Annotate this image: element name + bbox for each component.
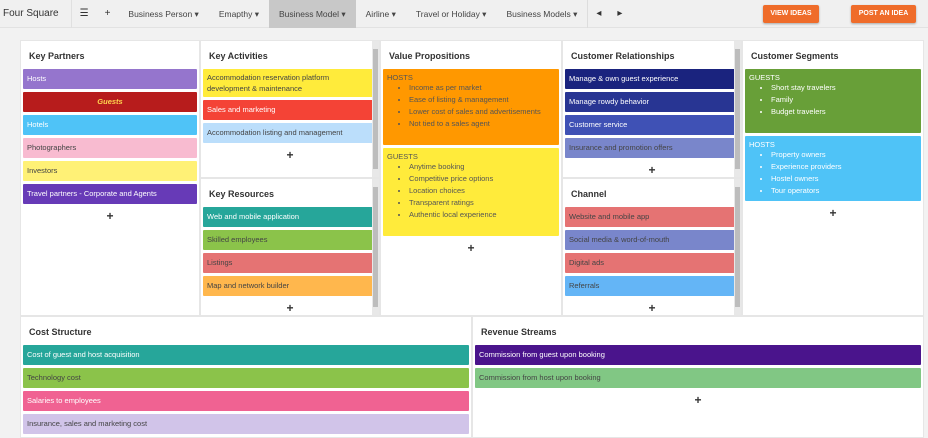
bullet-item: Location choices (409, 185, 555, 197)
sticky-note[interactable]: Accommodation listing and management (203, 123, 377, 143)
plus-icon[interactable]: + (104, 7, 111, 19)
scrollbar[interactable] (734, 41, 741, 177)
sticky-note[interactable]: Social media & word-of-mouth (565, 230, 739, 250)
sticky-note[interactable]: Digital ads (565, 253, 739, 273)
bullet-item: Income as per market (409, 82, 555, 94)
add-note-button[interactable]: + (648, 163, 656, 177)
sticky-note-group[interactable]: HOSTSIncome as per marketEase of listing… (383, 69, 559, 145)
sticky-note[interactable]: Guests (23, 92, 197, 112)
bullet-item: Authentic local experience (409, 209, 555, 221)
scrollbar[interactable] (372, 41, 379, 177)
section-title: Key Resources (209, 189, 275, 199)
sticky-note[interactable]: Commission from host upon booking (475, 368, 921, 388)
section-title: Cost Structure (29, 327, 92, 337)
bullet-item: Tour operators (771, 185, 917, 197)
sticky-note[interactable]: Insurance and promotion offers (565, 138, 739, 158)
add-note-button[interactable]: + (694, 393, 702, 407)
scroll-right-icon[interactable]: ▸ (617, 7, 623, 19)
tab-business-models[interactable]: Business Models ▾ (506, 8, 578, 19)
post-idea-button[interactable]: POST AN IDEA (851, 5, 916, 23)
scrollbar[interactable] (734, 179, 741, 315)
add-note-button[interactable]: + (648, 301, 656, 315)
section-title: Value Propositions (389, 51, 471, 61)
sticky-note-group[interactable]: GUESTSAnytime bookingCompetitive price o… (383, 148, 559, 236)
sticky-note[interactable]: Hotels (23, 115, 197, 135)
bullet-list: Property ownersExperience providersHoste… (749, 149, 917, 197)
add-note-button[interactable]: + (106, 209, 114, 223)
bullet-list: Income as per marketEase of listing & ma… (387, 82, 555, 130)
tab-travel-holiday[interactable]: Travel or Holiday ▾ (415, 8, 487, 19)
bullet-item: Lower cost of sales and advertisements (409, 106, 555, 118)
view-ideas-button[interactable]: VIEW IDEAS (763, 5, 819, 23)
sticky-note-group[interactable]: GUESTSShort stay travelersFamilyBudget t… (745, 69, 921, 133)
sticky-note[interactable]: Commission from guest upon booking (475, 345, 921, 365)
sticky-note[interactable]: Hosts (23, 69, 197, 89)
sticky-note[interactable]: Insurance, sales and marketing cost (23, 414, 469, 434)
section-title: Key Partners (29, 51, 85, 61)
sticky-note[interactable]: Customer service (565, 115, 739, 135)
bullet-item: Competitive price options (409, 173, 555, 185)
add-note-button[interactable]: + (467, 241, 475, 255)
sticky-note[interactable]: Website and mobile app (565, 207, 739, 227)
sticky-note[interactable]: Technology cost (23, 368, 469, 388)
bullet-list: Short stay travelersFamilyBudget travele… (749, 82, 917, 118)
bullet-item: Anytime booking (409, 161, 555, 173)
scroll-left-icon[interactable]: ◂ (587, 0, 609, 28)
bullet-item: Hostel owners (771, 173, 917, 185)
scrollbar[interactable] (372, 179, 379, 315)
bullet-item: Experience providers (771, 161, 917, 173)
sticky-note-group[interactable]: HOSTSProperty ownersExperience providers… (745, 136, 921, 201)
customer-segments-section: Customer SegmentsGUESTSShort stay travel… (742, 40, 924, 316)
add-note-button[interactable]: + (286, 148, 294, 162)
section-title: Customer Segments (751, 51, 839, 61)
sticky-note[interactable]: Referrals (565, 276, 739, 296)
group-label: GUESTS (387, 152, 418, 161)
sticky-note[interactable]: Manage & own guest experience (565, 69, 739, 89)
bullet-item: Transparent ratings (409, 197, 555, 209)
bullet-list: Anytime bookingCompetitive price options… (387, 161, 555, 221)
sticky-note[interactable]: Travel partners - Corporate and Agents (23, 184, 197, 204)
sticky-note[interactable]: Skilled employees (203, 230, 377, 250)
sticky-note[interactable]: Web and mobile application (203, 207, 377, 227)
bullet-item: Budget travelers (771, 106, 917, 118)
sticky-note[interactable]: Investors (23, 161, 197, 181)
sticky-note[interactable]: Salaries to employees (23, 391, 469, 411)
tab-business-model[interactable]: Business Model ▾ (269, 0, 356, 28)
bullet-item: Short stay travelers (771, 82, 917, 94)
sticky-note[interactable]: Accommodation reservation platform devel… (203, 69, 377, 97)
section-title: Customer Relationships (571, 51, 675, 61)
bullet-item: Property owners (771, 149, 917, 161)
sticky-note[interactable]: Map and network builder (203, 276, 377, 296)
bullet-item: Ease of listing & management (409, 94, 555, 106)
sticky-note[interactable]: Listings (203, 253, 377, 273)
tab-empathy[interactable]: Emapthy ▾ (218, 8, 259, 19)
bullet-item: Not tied to a sales agent (409, 118, 555, 130)
sticky-note[interactable]: Sales and marketing (203, 100, 377, 120)
hamburger-icon[interactable]: ☰ (79, 7, 89, 19)
add-note-button[interactable]: + (829, 206, 837, 220)
section-title: Key Activities (209, 51, 268, 61)
add-note-button[interactable]: + (286, 301, 294, 315)
tab-airline[interactable]: Airline ▾ (365, 8, 396, 19)
bullet-item: Family (771, 94, 917, 106)
tab-business-person[interactable]: Business Person ▾ (128, 8, 199, 19)
group-label: HOSTS (749, 140, 775, 149)
group-label: HOSTS (387, 73, 413, 82)
app-title: Four Square (0, 0, 72, 28)
value-propositions-section: Value PropositionsHOSTSIncome as per mar… (380, 40, 562, 316)
sticky-note[interactable]: Photographers (23, 138, 197, 158)
sticky-note[interactable]: Manage rowdy behavior (565, 92, 739, 112)
section-title: Revenue Streams (481, 327, 557, 337)
group-label: GUESTS (749, 73, 780, 82)
sticky-note[interactable]: Cost of guest and host acquisition (23, 345, 469, 365)
section-title: Channel (571, 189, 607, 199)
